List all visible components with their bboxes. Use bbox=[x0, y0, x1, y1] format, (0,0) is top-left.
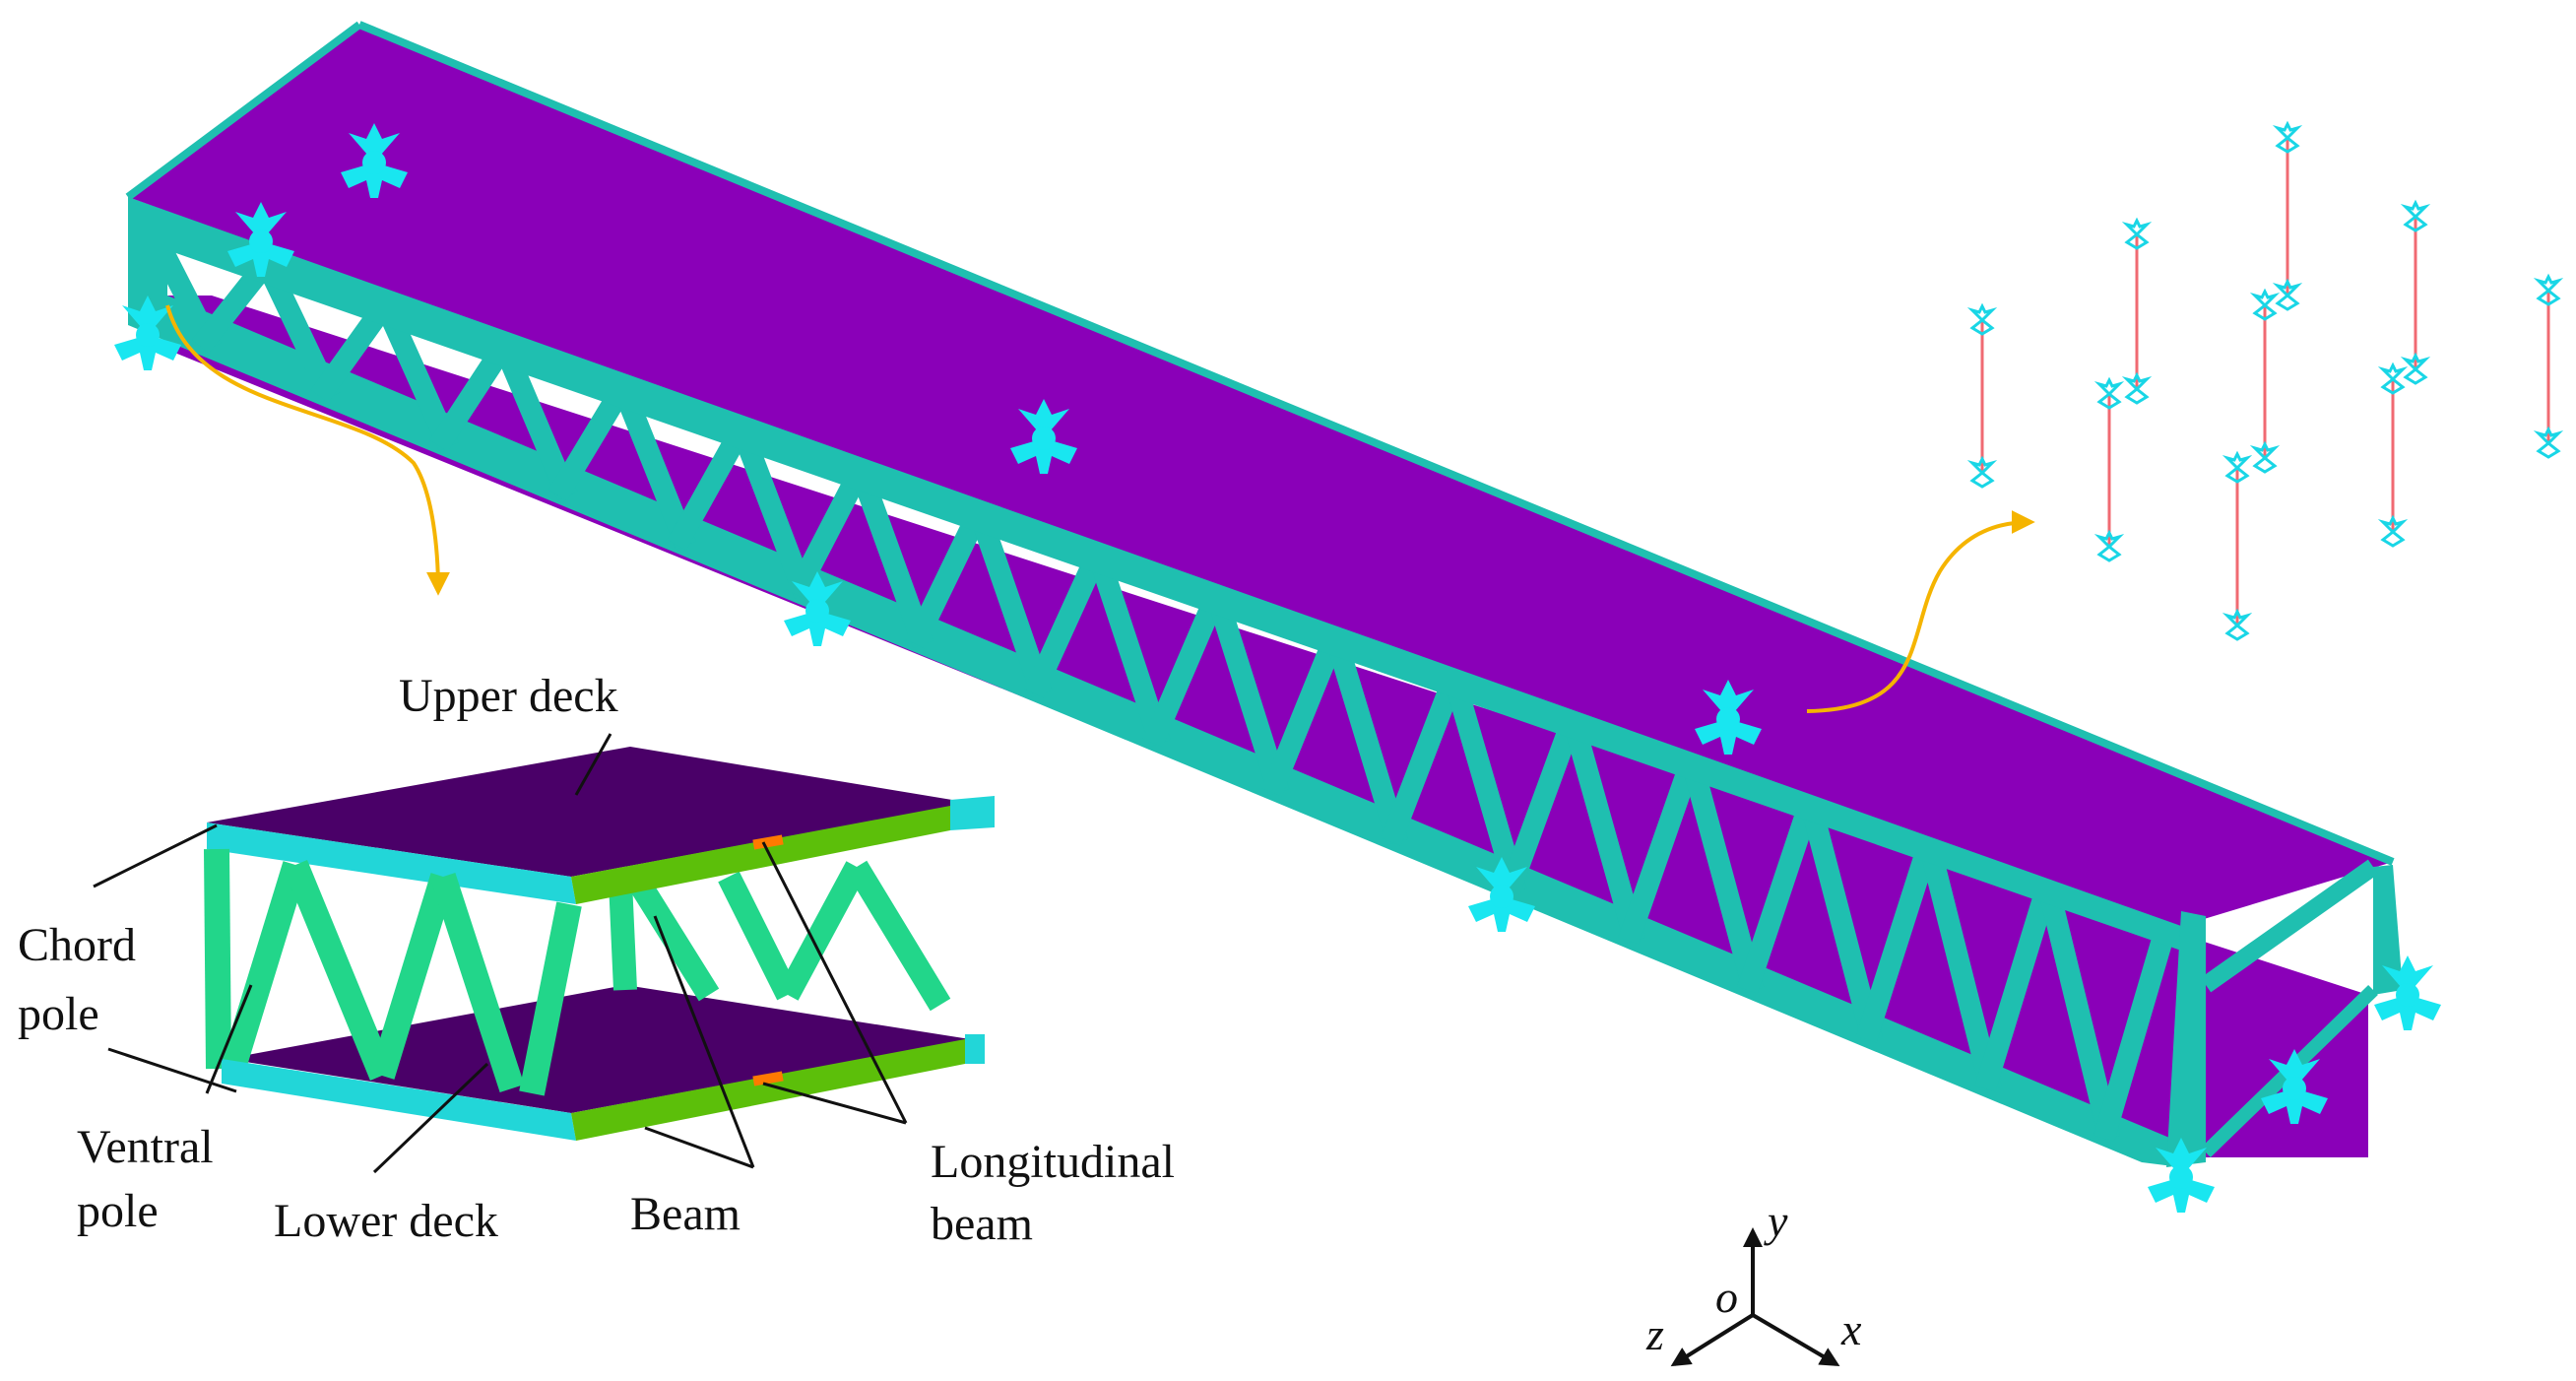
axis-label-o: o bbox=[1715, 1272, 1738, 1322]
web-pole bbox=[1440, 664, 1527, 894]
spring-element-icon bbox=[2537, 275, 2560, 459]
support-anchor-icon bbox=[2148, 1138, 2215, 1213]
main-right-end-frame bbox=[2166, 911, 2206, 1167]
web-pole bbox=[1974, 871, 2062, 1092]
spring-element-icon bbox=[2253, 290, 2277, 474]
spring-element-icon bbox=[2276, 122, 2299, 311]
web-pole bbox=[1083, 539, 1171, 747]
web-pole bbox=[1737, 787, 1825, 994]
detail-lower-beam bbox=[571, 1039, 965, 1141]
detail-lower-chord bbox=[222, 1059, 576, 1141]
spring-element-icon bbox=[2404, 201, 2427, 385]
main-upper-edge-left bbox=[125, 21, 362, 201]
web-pole bbox=[2034, 871, 2121, 1142]
label-chord-pole-1: Chord bbox=[18, 919, 136, 971]
label-upper-deck: Upper deck bbox=[399, 670, 618, 722]
web-pole bbox=[609, 372, 696, 550]
detail-upper-beam bbox=[571, 806, 950, 904]
web-pole bbox=[965, 497, 1053, 697]
web-pole bbox=[1678, 747, 1765, 994]
leader-lines bbox=[93, 733, 908, 1174]
label-lower-deck: Lower deck bbox=[274, 1195, 498, 1247]
spring-element-icon bbox=[2097, 378, 2121, 562]
web-pole bbox=[727, 415, 815, 599]
detail-upper-chord bbox=[207, 822, 576, 904]
coordinate-axes: y o x z bbox=[1645, 1196, 1862, 1367]
axis-label-z: z bbox=[1645, 1309, 1664, 1359]
main-bridge bbox=[125, 21, 2403, 1167]
spring-element-icon bbox=[1970, 304, 1994, 489]
detail-upper-deck bbox=[207, 747, 970, 877]
main-left-end-frame bbox=[128, 197, 167, 325]
web-pole bbox=[786, 455, 875, 600]
web-pole bbox=[1559, 705, 1645, 945]
detail-lower-deck bbox=[226, 985, 970, 1113]
main-upper-chord bbox=[128, 197, 2181, 951]
label-chord-pole-2: pole bbox=[18, 988, 99, 1040]
web-pole bbox=[2093, 912, 2180, 1142]
arrow-to-detail bbox=[165, 304, 450, 596]
axis-label-x: x bbox=[1840, 1304, 1862, 1354]
web-pole bbox=[1023, 538, 1113, 698]
web-pole bbox=[667, 414, 756, 551]
main-upper-deck bbox=[128, 25, 2393, 926]
spring-element-icon bbox=[2225, 452, 2249, 641]
web-pole bbox=[1380, 663, 1468, 846]
web-pole bbox=[905, 496, 994, 649]
label-longitudinal-beam-2: beam bbox=[931, 1198, 1033, 1250]
web-pole bbox=[1618, 746, 1706, 945]
web-pole bbox=[1499, 704, 1587, 895]
main-right-end-back bbox=[2373, 865, 2403, 995]
web-pole bbox=[1321, 622, 1408, 845]
arrow-to-springs bbox=[1806, 510, 2035, 713]
web-pole bbox=[1142, 580, 1231, 748]
label-ventral-pole-2: pole bbox=[77, 1185, 159, 1237]
web-pole bbox=[1796, 788, 1883, 1043]
label-beam: Beam bbox=[630, 1188, 741, 1240]
label-ventral-pole-1: Ventral bbox=[77, 1121, 214, 1173]
web-pole bbox=[1855, 829, 1943, 1043]
main-upper-edge-back bbox=[357, 21, 2395, 866]
web-pole bbox=[1915, 829, 2002, 1092]
main-web-poles bbox=[133, 207, 2180, 1142]
web-pole bbox=[1202, 580, 1290, 796]
web-pole bbox=[1261, 622, 1350, 797]
spring-element-icon bbox=[2381, 363, 2405, 548]
axis-label-y: y bbox=[1764, 1196, 1788, 1246]
spring-element-icon bbox=[2125, 219, 2149, 405]
detail-upper-longitudinal bbox=[752, 834, 784, 850]
web-pole bbox=[846, 456, 934, 648]
detail-ventral-poles bbox=[204, 848, 582, 1096]
spring-elements bbox=[1970, 122, 2560, 641]
label-longitudinal-beam-1: Longitudinal bbox=[931, 1136, 1175, 1188]
detail-lower-longitudinal bbox=[752, 1071, 784, 1086]
detail-section bbox=[204, 747, 995, 1141]
